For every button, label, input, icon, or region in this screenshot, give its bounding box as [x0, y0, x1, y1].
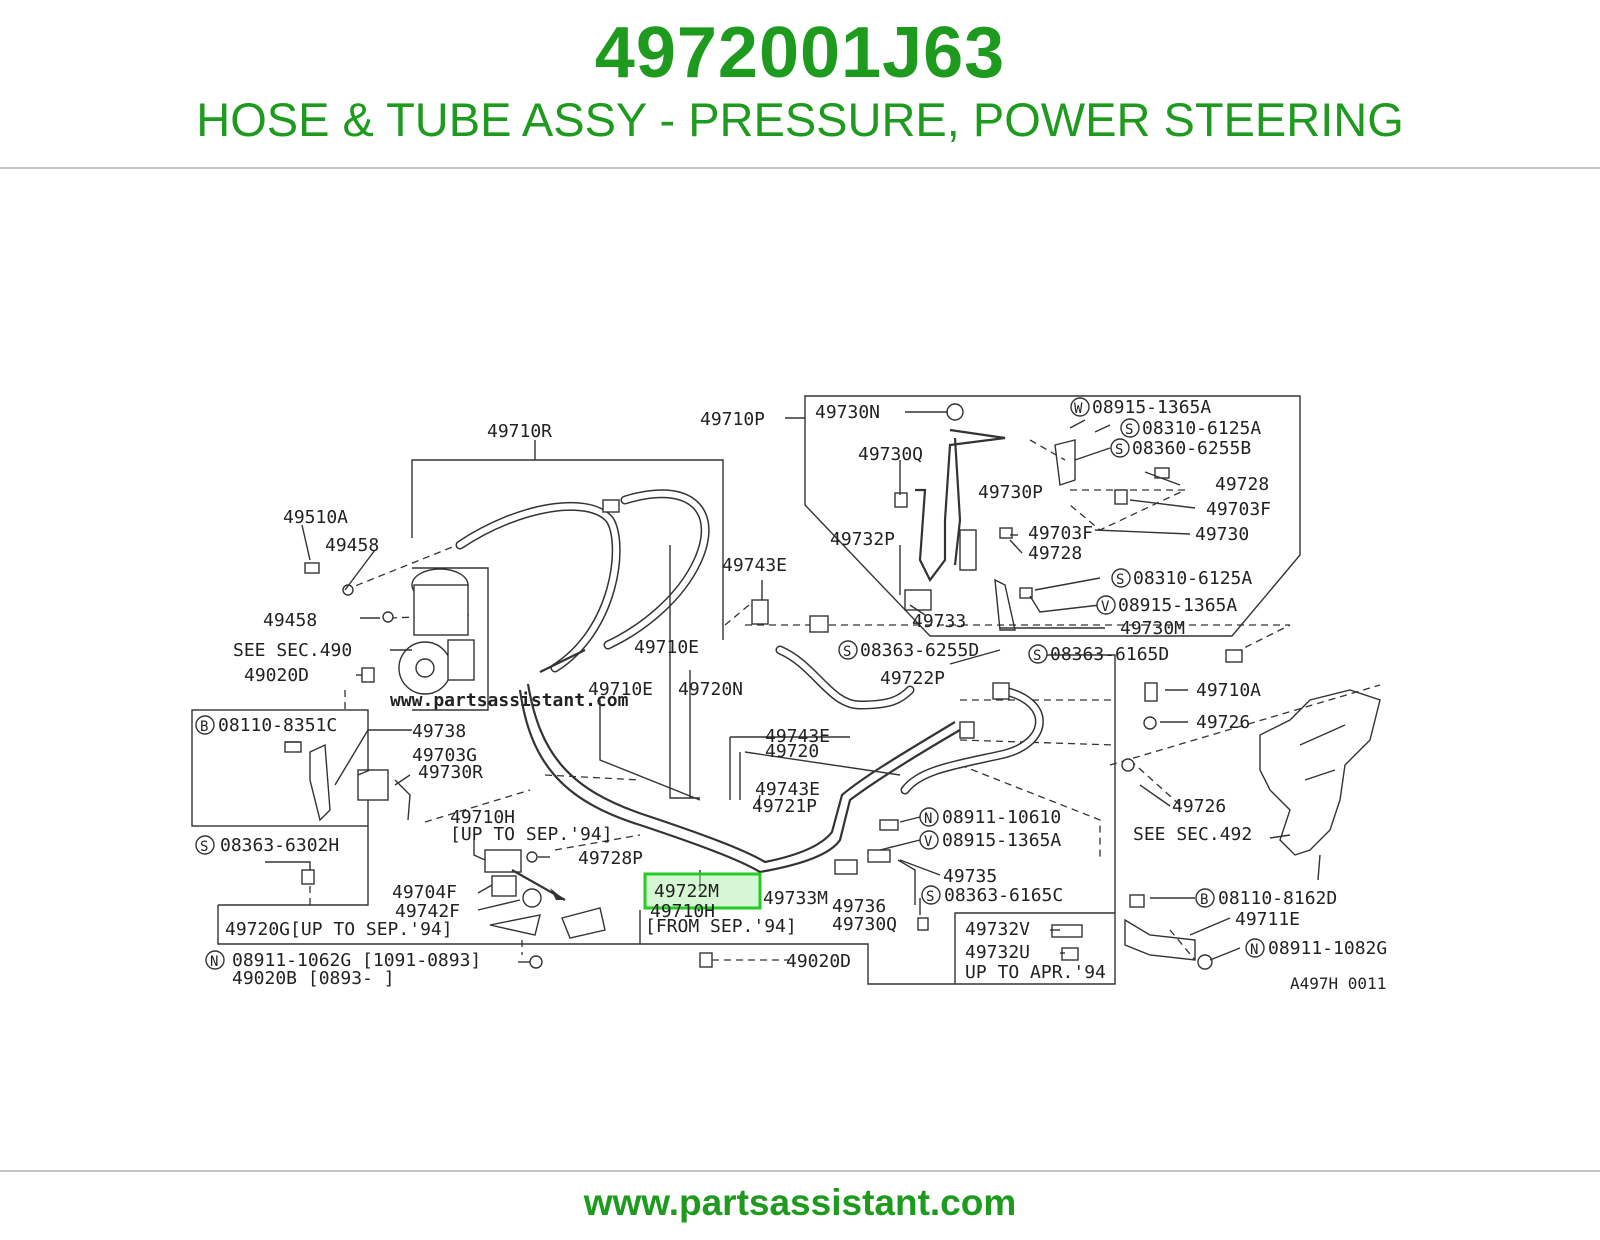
label-49020D: 49020D [244, 665, 309, 686]
label-49720G: 49720G[UP TO SEP.'94] [225, 919, 453, 940]
label-49710R: 49710R [487, 421, 552, 442]
svg-text:S: S [843, 644, 851, 660]
label-49703G: 49703G [412, 745, 477, 766]
label-08915-1365A: 08915-1365A [1092, 397, 1211, 418]
label-from-sep-94: [FROM SEP.'94] [645, 916, 797, 937]
label-49726: 49726 [1172, 796, 1226, 817]
label-08310-6125A: 08310-6125A [1142, 418, 1261, 439]
part-description: HOSE & TUBE ASSY - PRESSURE, POWER STEER… [196, 93, 1404, 146]
label-49728: 49728 [1028, 543, 1082, 564]
label-49703F: 49703F [1206, 499, 1271, 520]
label-49510A: 49510A [283, 507, 348, 528]
label-49020B: 49020B [0893- ] [232, 968, 395, 989]
highlighted-part-box[interactable] [643, 872, 762, 910]
label-49733M: 49733M [763, 888, 828, 909]
label-08363-6165D: 08363-6165D [1050, 644, 1169, 665]
label-up-to-sep-94: [UP TO SEP.'94] [450, 824, 613, 845]
svg-text:N: N [1250, 942, 1258, 958]
label-49020D: 49020D [786, 951, 851, 972]
label-49704F: 49704F [392, 882, 457, 903]
watermark-text: www.partsassistant.com [390, 690, 629, 711]
fastener-symbols: B S N W S S S V S S N V S B N [195, 397, 1265, 970]
leader-lines [265, 411, 1291, 963]
svg-text:B: B [1200, 892, 1208, 908]
label-49710A: 49710A [1196, 680, 1261, 701]
label-49711E: 49711E [1235, 909, 1300, 930]
label-08911-1082G: 08911-1082G [1268, 938, 1387, 959]
label-49703F: 49703F [1028, 523, 1093, 544]
label-49743E: 49743E [722, 555, 787, 576]
label-see-sec-490: SEE SEC.490 [233, 640, 352, 661]
label-08911-1062G: 08911-1062G [1091-0893] [232, 950, 481, 971]
label-see-sec-492: SEE SEC.492 [1133, 824, 1252, 845]
label-49736: 49736 [832, 896, 886, 917]
label-49730Q: 49730Q [858, 444, 923, 465]
label-49738: 49738 [412, 721, 466, 742]
label-49730Q: 49730Q [832, 914, 897, 935]
svg-text:V: V [1101, 599, 1110, 615]
label-49720N: 49720N [678, 679, 743, 700]
svg-text:V: V [924, 834, 933, 850]
label-49743E: 49743E [765, 726, 830, 747]
label-49730: 49730 [1195, 524, 1249, 545]
svg-text:S: S [200, 839, 208, 855]
svg-text:N: N [210, 954, 218, 970]
label-49732P: 49732P [830, 529, 895, 550]
label-49710P: 49710P [700, 409, 765, 430]
label-49722M[interactable]: 49722M [654, 881, 719, 902]
label-49742F: 49742F [395, 901, 460, 922]
label-08110-8162D: 08110-8162D [1218, 888, 1337, 909]
label-49710H: 49710H [450, 807, 515, 828]
diagram-id-label: A497H 0011 [1290, 974, 1386, 993]
label-49721P: 49721P [752, 796, 817, 817]
label-49720: 49720 [765, 741, 819, 762]
svg-text:S: S [1125, 422, 1133, 438]
label-49730M: 49730M [1120, 618, 1185, 639]
label-49730N: 49730N [815, 402, 880, 423]
svg-text:S: S [926, 889, 934, 905]
label-49732V: 49732V [965, 919, 1030, 940]
label-49710E: 49710E [634, 637, 699, 658]
svg-text:S: S [1116, 572, 1124, 588]
label-49710E: 49710E [588, 679, 653, 700]
label-08915-1365A: 08915-1365A [942, 830, 1061, 851]
label-08915-1365A: 08915-1365A [1118, 595, 1237, 616]
header-divider [0, 167, 1600, 169]
label-08363-6165C: 08363-6165C [944, 885, 1063, 906]
dashed-leaders [309, 439, 1381, 961]
label-49458: 49458 [263, 610, 317, 631]
hose-lines [455, 428, 1044, 874]
outline-frames [191, 395, 1301, 985]
svg-text:W: W [1074, 401, 1083, 417]
label-49743E: 49743E [755, 779, 820, 800]
label-49730P: 49730P [978, 482, 1043, 503]
part-labels: 49710R 49510A 49458 49458 SEE SEC.490 49… [218, 397, 1387, 993]
svg-text:N: N [924, 811, 932, 827]
svg-text:S: S [1033, 648, 1041, 664]
symbol-b: B [200, 719, 208, 735]
label-08110-8351C: 08110-8351C [218, 715, 337, 736]
label-08911-10610: 08911-10610 [942, 807, 1061, 828]
footer-url-link[interactable]: www.partsassistant.com [583, 1182, 1017, 1223]
label-49726: 49726 [1196, 712, 1250, 733]
label-49733: 49733 [912, 611, 966, 632]
footer-divider [0, 1170, 1600, 1172]
label-49735: 49735 [943, 866, 997, 887]
label-49710H: 49710H [650, 901, 715, 922]
label-49728P: 49728P [578, 848, 643, 869]
label-49722P: 49722P [880, 668, 945, 689]
label-49730R: 49730R [418, 762, 483, 783]
label-08360-6255B: 08360-6255B [1132, 438, 1251, 459]
part-number-title: 4972001J63 [594, 13, 1006, 93]
label-08310-6125A: 08310-6125A [1133, 568, 1252, 589]
part-sketches [284, 403, 1381, 970]
label-08363-6302H: 08363-6302H [220, 835, 339, 856]
svg-text:S: S [1115, 442, 1123, 458]
label-08363-6255D: 08363-6255D [860, 640, 979, 661]
label-49732U: 49732U [965, 942, 1030, 963]
label-up-to-apr-94: UP TO APR.'94 [965, 962, 1106, 983]
label-49458: 49458 [325, 535, 379, 556]
label-49728: 49728 [1215, 474, 1269, 495]
